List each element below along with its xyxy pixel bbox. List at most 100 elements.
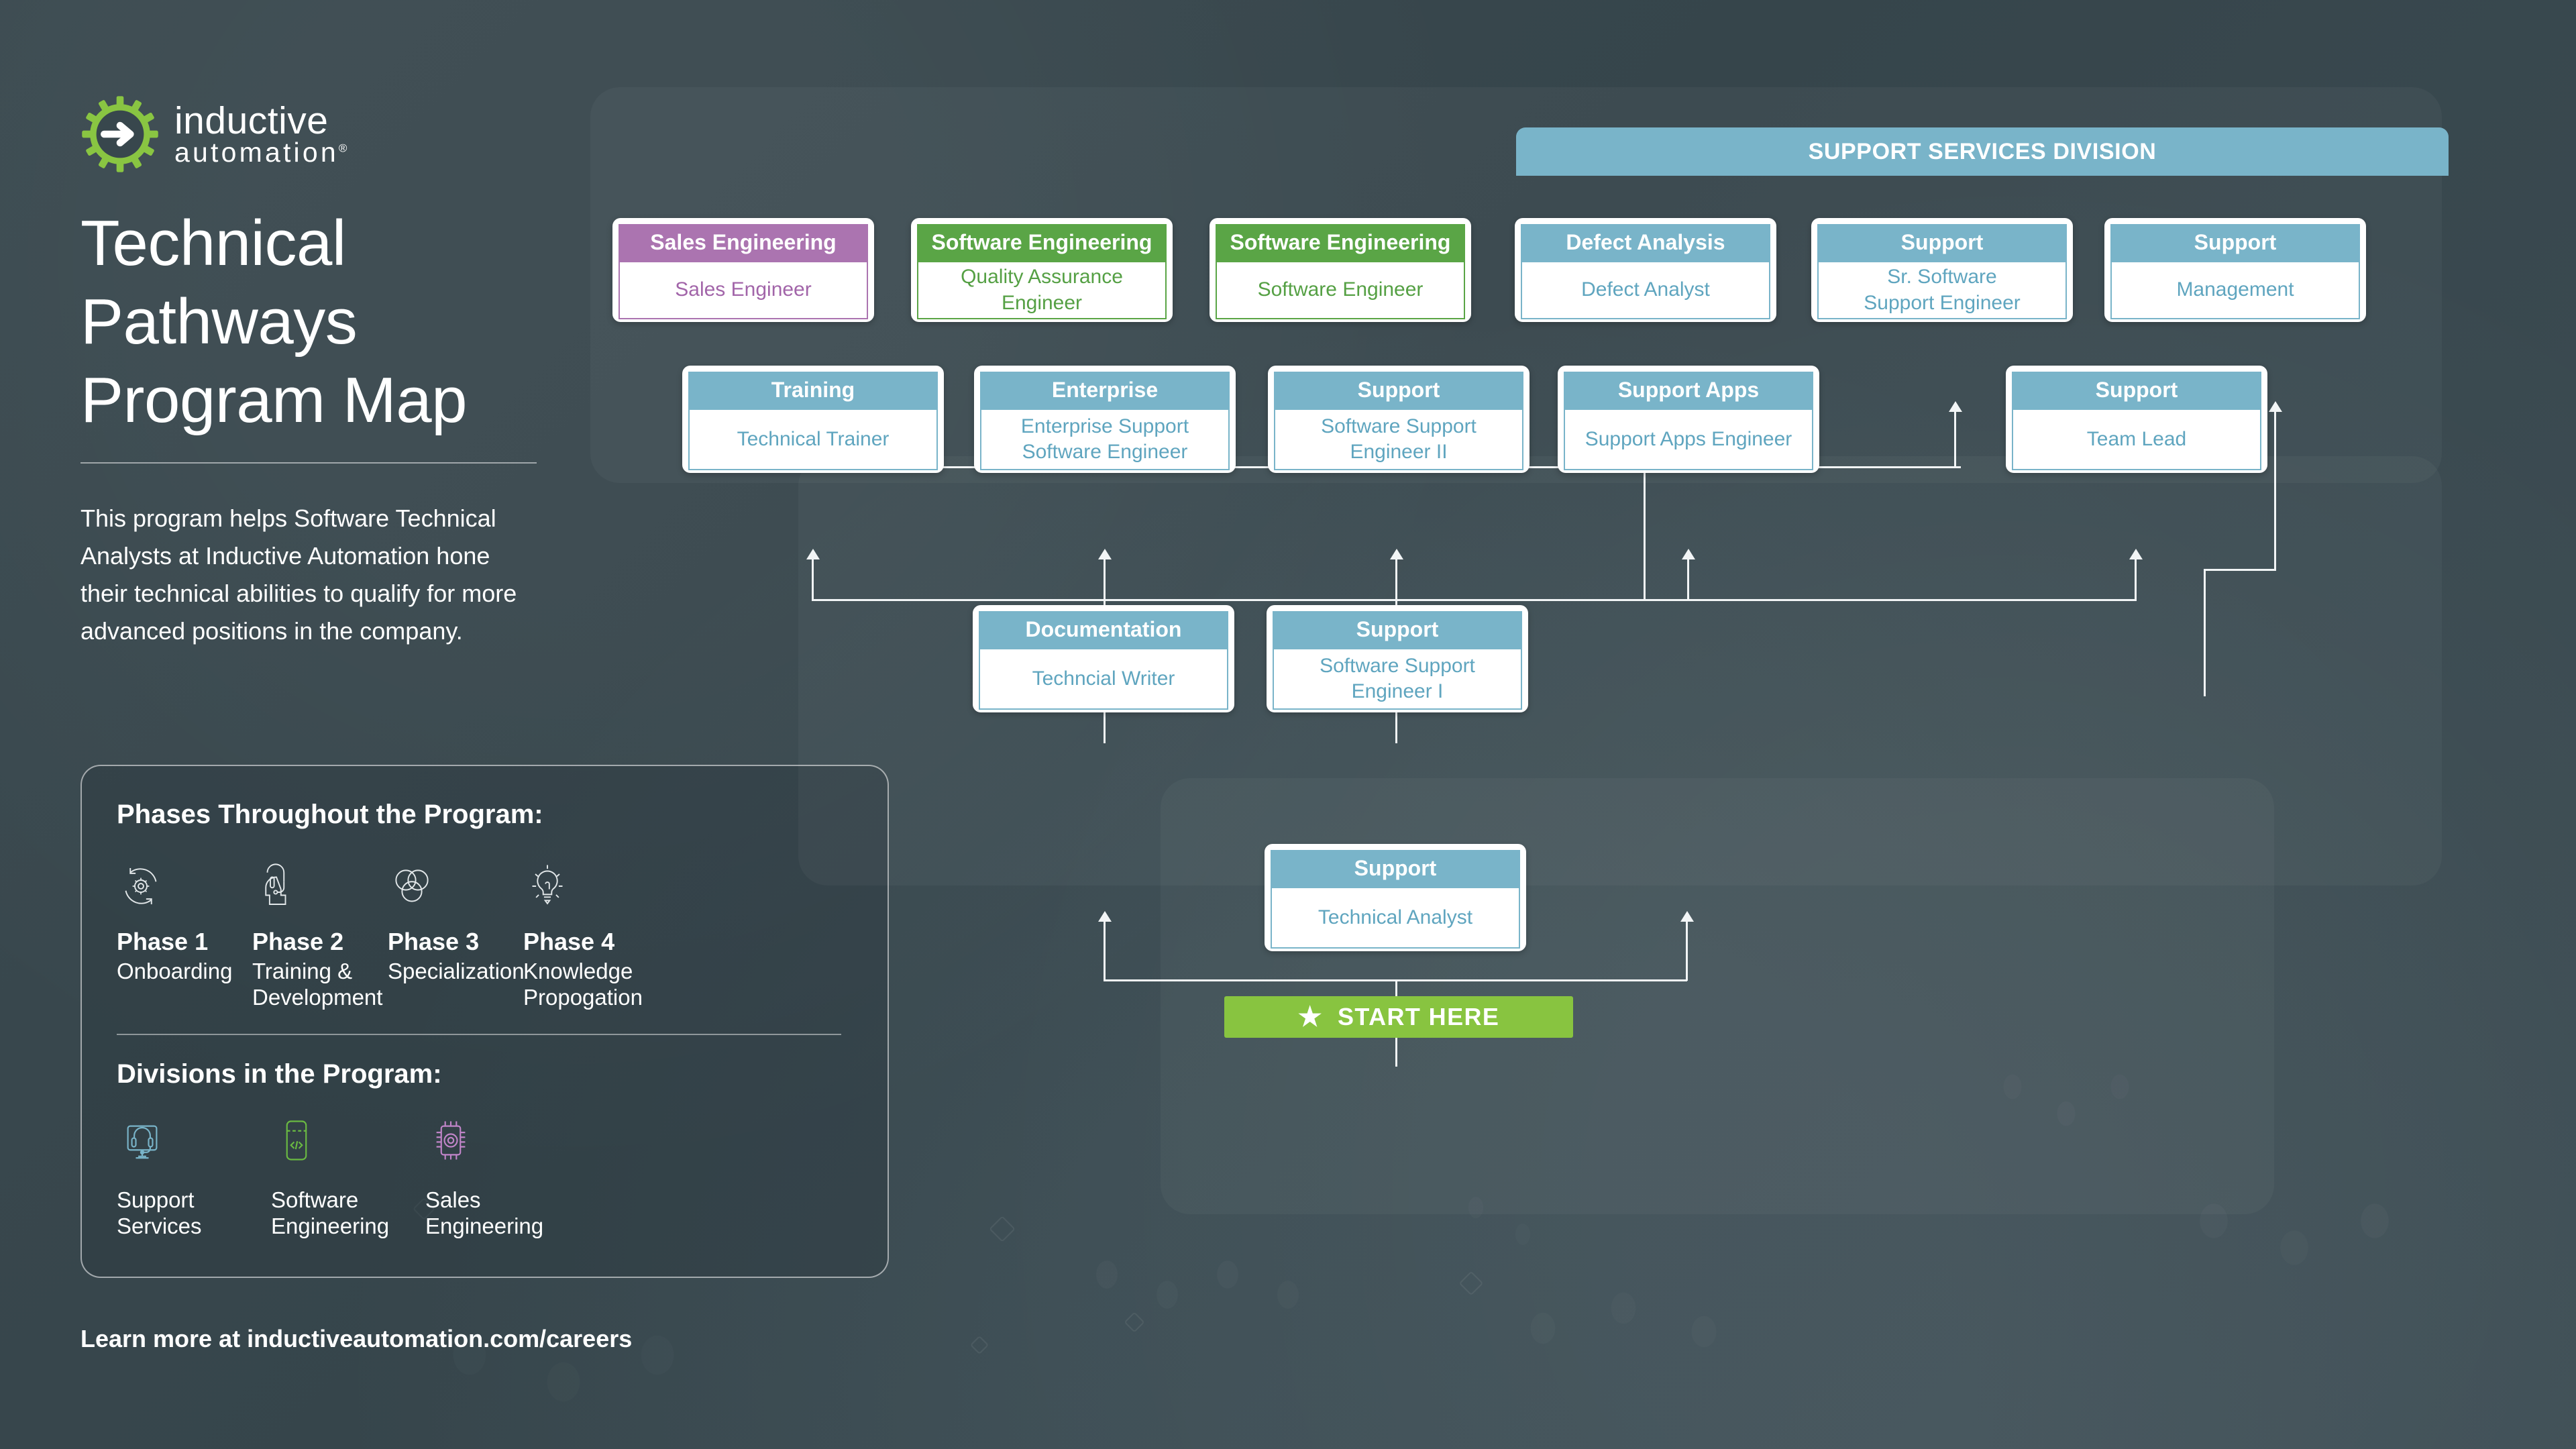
connector-riser	[2274, 409, 2276, 570]
connector-arrow	[1949, 401, 1962, 412]
node-header: Support	[1271, 850, 1520, 889]
phase-desc: Onboarding	[117, 959, 233, 983]
phase-item: Phase 4 Knowledge Propogation	[523, 858, 659, 1011]
node-header: Support Apps	[1564, 372, 1813, 411]
lightbulb-icon	[523, 858, 659, 910]
start-here-banner[interactable]: ★ START HERE	[1224, 996, 1573, 1038]
node-software-engineer[interactable]: Software Engineering Software Engineer	[1210, 218, 1471, 322]
node-role: Quality Assurance Engineer	[917, 262, 1167, 320]
node-role: Software Engineer	[1216, 262, 1465, 320]
node-role: Support Apps Engineer	[1564, 410, 1813, 471]
phase-desc: Specialization	[388, 959, 525, 983]
node-role: Software Support Engineer II	[1274, 410, 1523, 471]
title-divider	[80, 462, 537, 464]
connector-arrow	[1098, 911, 1112, 922]
node-sales-engineer[interactable]: Sales Engineering Sales Engineer	[612, 218, 874, 322]
node-sr-software-support-engineer[interactable]: Support Sr. Software Support Engineer	[1811, 218, 2073, 322]
phase-item: Phase 3 Specialization	[388, 858, 525, 1011]
node-role: Software Support Engineer I	[1273, 649, 1522, 710]
division-item: Sales Engineering	[425, 1115, 580, 1240]
connector-riser	[812, 557, 814, 601]
headset-head-icon	[252, 858, 388, 910]
node-role: Defect Analyst	[1521, 262, 1770, 320]
connector-arrow	[2269, 401, 2282, 412]
venn-circles-icon	[388, 858, 523, 910]
division-label: Software Engineering	[271, 1187, 390, 1238]
node-header: Documentation	[979, 611, 1228, 650]
node-header: Support	[2110, 224, 2360, 263]
connector-riser	[1687, 557, 1689, 601]
cycle-gear-icon	[117, 858, 252, 910]
node-role: Sr. Software Support Engineer	[1817, 262, 2067, 320]
connector-drop	[2204, 569, 2206, 696]
connector-riser	[1104, 557, 1106, 601]
phases-heading: Phases Throughout the Program:	[117, 800, 543, 829]
node-role: Management	[2110, 262, 2360, 320]
connector-riser	[1954, 409, 1956, 468]
connector-drop	[1644, 466, 1646, 600]
start-here-label: START HERE	[1337, 1003, 1500, 1030]
connector-riser	[1395, 557, 1397, 601]
node-header: Support	[1274, 372, 1523, 411]
phase-item: Phase 2 Training & Development	[252, 858, 388, 1011]
node-role: Enterprise Support Software Engineer	[980, 410, 1230, 471]
node-header: Support	[2012, 372, 2261, 411]
chip-gear-icon	[425, 1115, 580, 1170]
node-team-lead[interactable]: Support Team Lead	[2006, 366, 2267, 473]
connector-riser	[1686, 919, 1688, 981]
node-role: Sales Engineer	[619, 262, 868, 320]
node-enterprise-support-software-engineer[interactable]: Enterprise Enterprise Support Software E…	[974, 366, 1236, 473]
program-info-card: Phases Throughout the Program: Phase 1 O…	[80, 765, 889, 1278]
footer-careers-link[interactable]: Learn more at inductiveautomation.com/ca…	[80, 1325, 633, 1352]
brand-name-line2: automation®	[174, 136, 350, 168]
connector-bus-middle	[812, 599, 2137, 601]
node-role: Technical Analyst	[1271, 888, 1520, 949]
registered-mark: ®	[338, 141, 350, 154]
phase-number: Phase 2	[252, 928, 344, 955]
connector-segment	[2204, 569, 2276, 571]
node-header: Defect Analysis	[1521, 224, 1770, 263]
node-quality-assurance-engineer[interactable]: Software Engineering Quality Assurance E…	[911, 218, 1173, 322]
node-role: Team Lead	[2012, 410, 2261, 471]
divisions-list: Support Services Software Engineering	[117, 1115, 853, 1240]
phase-desc: Training & Development	[252, 959, 383, 1010]
node-management[interactable]: Support Management	[2104, 218, 2366, 322]
node-header: Sales Engineering	[619, 224, 868, 263]
node-role: Techncial Writer	[979, 649, 1228, 710]
pathways-diagram: SUPPORT SERVICES DIVISION Sales Engineer…	[590, 87, 2522, 1194]
division-label: Sales Engineering	[425, 1187, 544, 1238]
node-technical-trainer[interactable]: Training Technical Trainer	[682, 366, 944, 473]
node-header: Support	[1273, 611, 1522, 650]
phase-number: Phase 1	[117, 928, 209, 955]
left-info-column: inductive automation® Technical Pathways…	[80, 94, 604, 650]
node-software-support-engineer-ii[interactable]: Support Software Support Engineer II	[1268, 366, 1529, 473]
node-defect-analyst[interactable]: Defect Analysis Defect Analyst	[1515, 218, 1776, 322]
node-role: Technical Trainer	[688, 410, 938, 471]
brand-name-line1: inductive	[174, 99, 329, 143]
brand-logo: inductive automation®	[80, 94, 604, 174]
phase-number: Phase 3	[388, 928, 480, 955]
page-title: Technical Pathways Program Map	[80, 207, 468, 437]
phase-number: Phase 4	[523, 928, 615, 955]
connector-arrow	[1098, 549, 1112, 559]
connector-arrow	[806, 549, 820, 559]
node-technical-writer[interactable]: Documentation Techncial Writer	[973, 605, 1234, 712]
support-services-division-banner: SUPPORT SERVICES DIVISION	[1516, 127, 2449, 176]
connector-riser	[2135, 557, 2137, 601]
connector-arrow	[1682, 549, 1695, 559]
connector-arrow	[1390, 549, 1403, 559]
inductive-gear-arrow-icon	[80, 95, 160, 174]
node-support-apps-engineer[interactable]: Support Apps Support Apps Engineer	[1558, 366, 1819, 473]
node-header: Enterprise	[980, 372, 1230, 411]
connector-riser	[1104, 919, 1106, 981]
node-header: Software Engineering	[917, 224, 1167, 263]
node-header: Support	[1817, 224, 2067, 263]
phase-item: Phase 1 Onboarding	[117, 858, 252, 1011]
star-icon: ★	[1297, 1002, 1323, 1032]
card-divider	[117, 1033, 841, 1035]
phases-list: Phase 1 Onboarding Phase 2 Training & De…	[117, 858, 853, 1011]
division-item: Software Engineering	[271, 1115, 425, 1240]
node-software-support-engineer-i[interactable]: Support Software Support Engineer I	[1267, 605, 1528, 712]
node-technical-analyst[interactable]: Support Technical Analyst	[1265, 844, 1526, 951]
node-header: Training	[688, 372, 938, 411]
